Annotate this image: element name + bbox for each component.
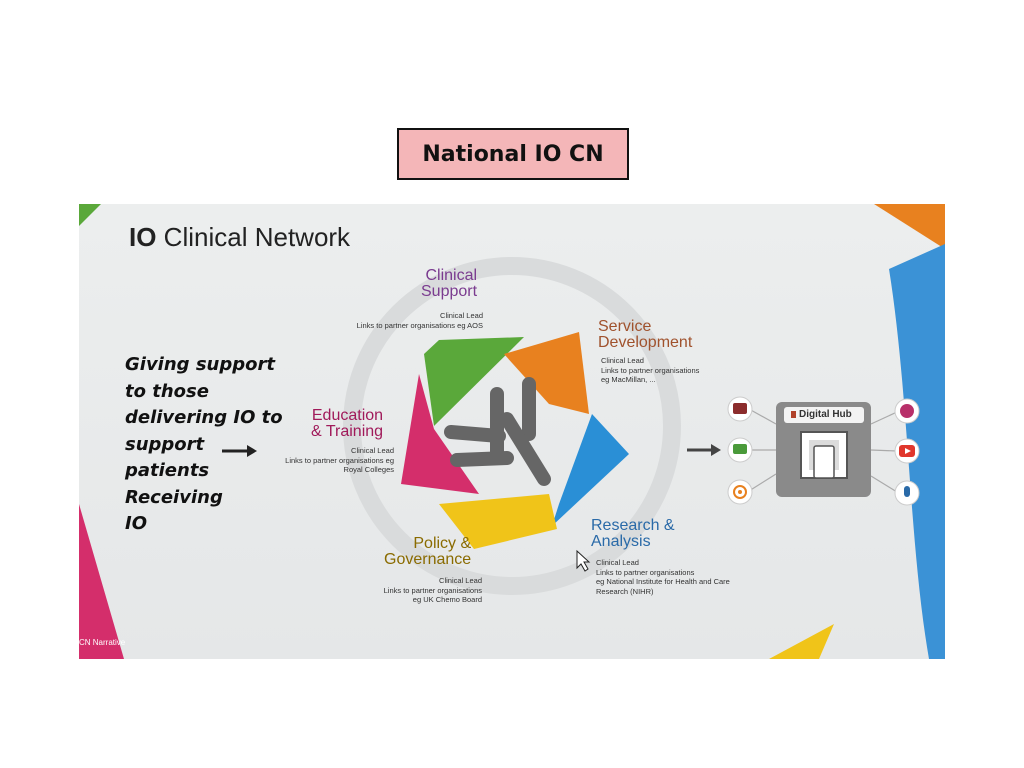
segment-green: [424, 337, 524, 426]
side-line: to those: [125, 380, 209, 402]
podcast-icon: [727, 479, 753, 505]
service-development-details: Clinical Lead Links to partner organisat…: [601, 356, 700, 384]
research-analysis-details: Clinical Lead Links to partner organisat…: [596, 558, 730, 596]
education-training-details: Clinical Lead Links to partner organisat…: [285, 446, 394, 474]
bottom-yellow-band: [769, 624, 834, 659]
clinical-support-details: Clinical Lead Links to partner organisat…: [356, 311, 483, 330]
policy-governance-title: Policy & Governance: [384, 535, 472, 568]
segment-magenta: [401, 374, 479, 494]
education-training-title: Education & Training: [311, 407, 384, 440]
right-arrow-icon: [687, 444, 721, 456]
digital-hub-label: Digital Hub: [799, 409, 852, 420]
segment-orange: [504, 332, 589, 414]
microphone-icon: [894, 480, 920, 506]
side-line: support: [125, 433, 205, 455]
network-photo: IO Clinical Network Giving support to th…: [79, 204, 945, 659]
clinical-support-title: Clinical Support: [421, 267, 478, 300]
network-title-bold: IO: [129, 222, 157, 252]
digital-hub: [776, 402, 871, 497]
segment-blue: [552, 414, 629, 526]
side-line: Giving support: [125, 354, 275, 375]
side-line: Receiving: [125, 486, 223, 508]
video-play-icon: [894, 438, 920, 464]
policy-governance-details: Clinical Lead Links to partner organisat…: [383, 576, 482, 604]
left-arrow-icon: [222, 445, 257, 457]
side-line: patients: [125, 460, 210, 481]
hub-connectors: [748, 408, 898, 493]
cursor-icon: [576, 549, 591, 572]
side-line: IO: [125, 513, 147, 534]
research-analysis-title: Research & Analysis: [591, 517, 675, 550]
network-title-rest: Clinical Network: [156, 222, 351, 252]
corner-green: [79, 204, 101, 226]
service-development-title: Service Development: [598, 318, 693, 351]
corner-orange: [874, 204, 945, 249]
side-line: delivering IO to: [125, 407, 283, 428]
left-magenta-band: [79, 504, 124, 659]
network-title: IO Clinical Network: [129, 222, 350, 253]
segment-yellow: [439, 494, 557, 549]
footer-label: CN Narrative: [79, 638, 126, 647]
quote-icon: [727, 396, 753, 422]
side-text: Giving support to those delivering IO to…: [125, 352, 295, 538]
chat-icon: [727, 437, 753, 463]
network-diagram: [79, 204, 945, 659]
diagram-circle: [343, 257, 681, 595]
slide-title: National IO CN: [397, 128, 629, 180]
globe-icon: [894, 398, 920, 424]
antibody-logo-icon: [444, 377, 551, 486]
